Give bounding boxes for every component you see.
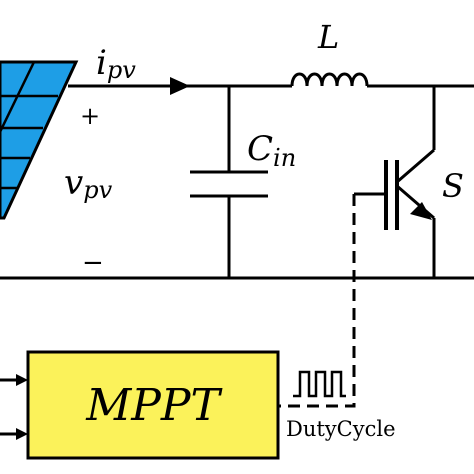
capacitor-label: Cin — [247, 129, 296, 172]
gate-signal-line — [278, 194, 356, 408]
inductor-label: L — [317, 18, 339, 56]
mppt-label: MPPT — [85, 380, 223, 431]
duty-cycle-label: DutyCycle — [286, 417, 396, 441]
igbt-switch — [354, 86, 436, 278]
current-label: ipv — [96, 43, 136, 84]
switch-label: S — [442, 167, 464, 205]
minus-sign: − — [82, 248, 104, 278]
pv-panel-frame — [0, 60, 79, 220]
current-arrow — [170, 77, 190, 95]
pv-cell-divider — [0, 61, 36, 133]
mppt-input-arrowhead — [16, 428, 28, 440]
mppt-input-arrowhead — [16, 374, 28, 386]
pwm-waveform — [293, 370, 346, 398]
pv-panel — [0, 60, 79, 220]
inductor — [290, 72, 369, 87]
plus-sign: + — [80, 102, 100, 130]
voltage-label: vpv — [64, 163, 113, 204]
input-capacitor — [190, 86, 268, 278]
mppt-block — [26, 350, 280, 460]
